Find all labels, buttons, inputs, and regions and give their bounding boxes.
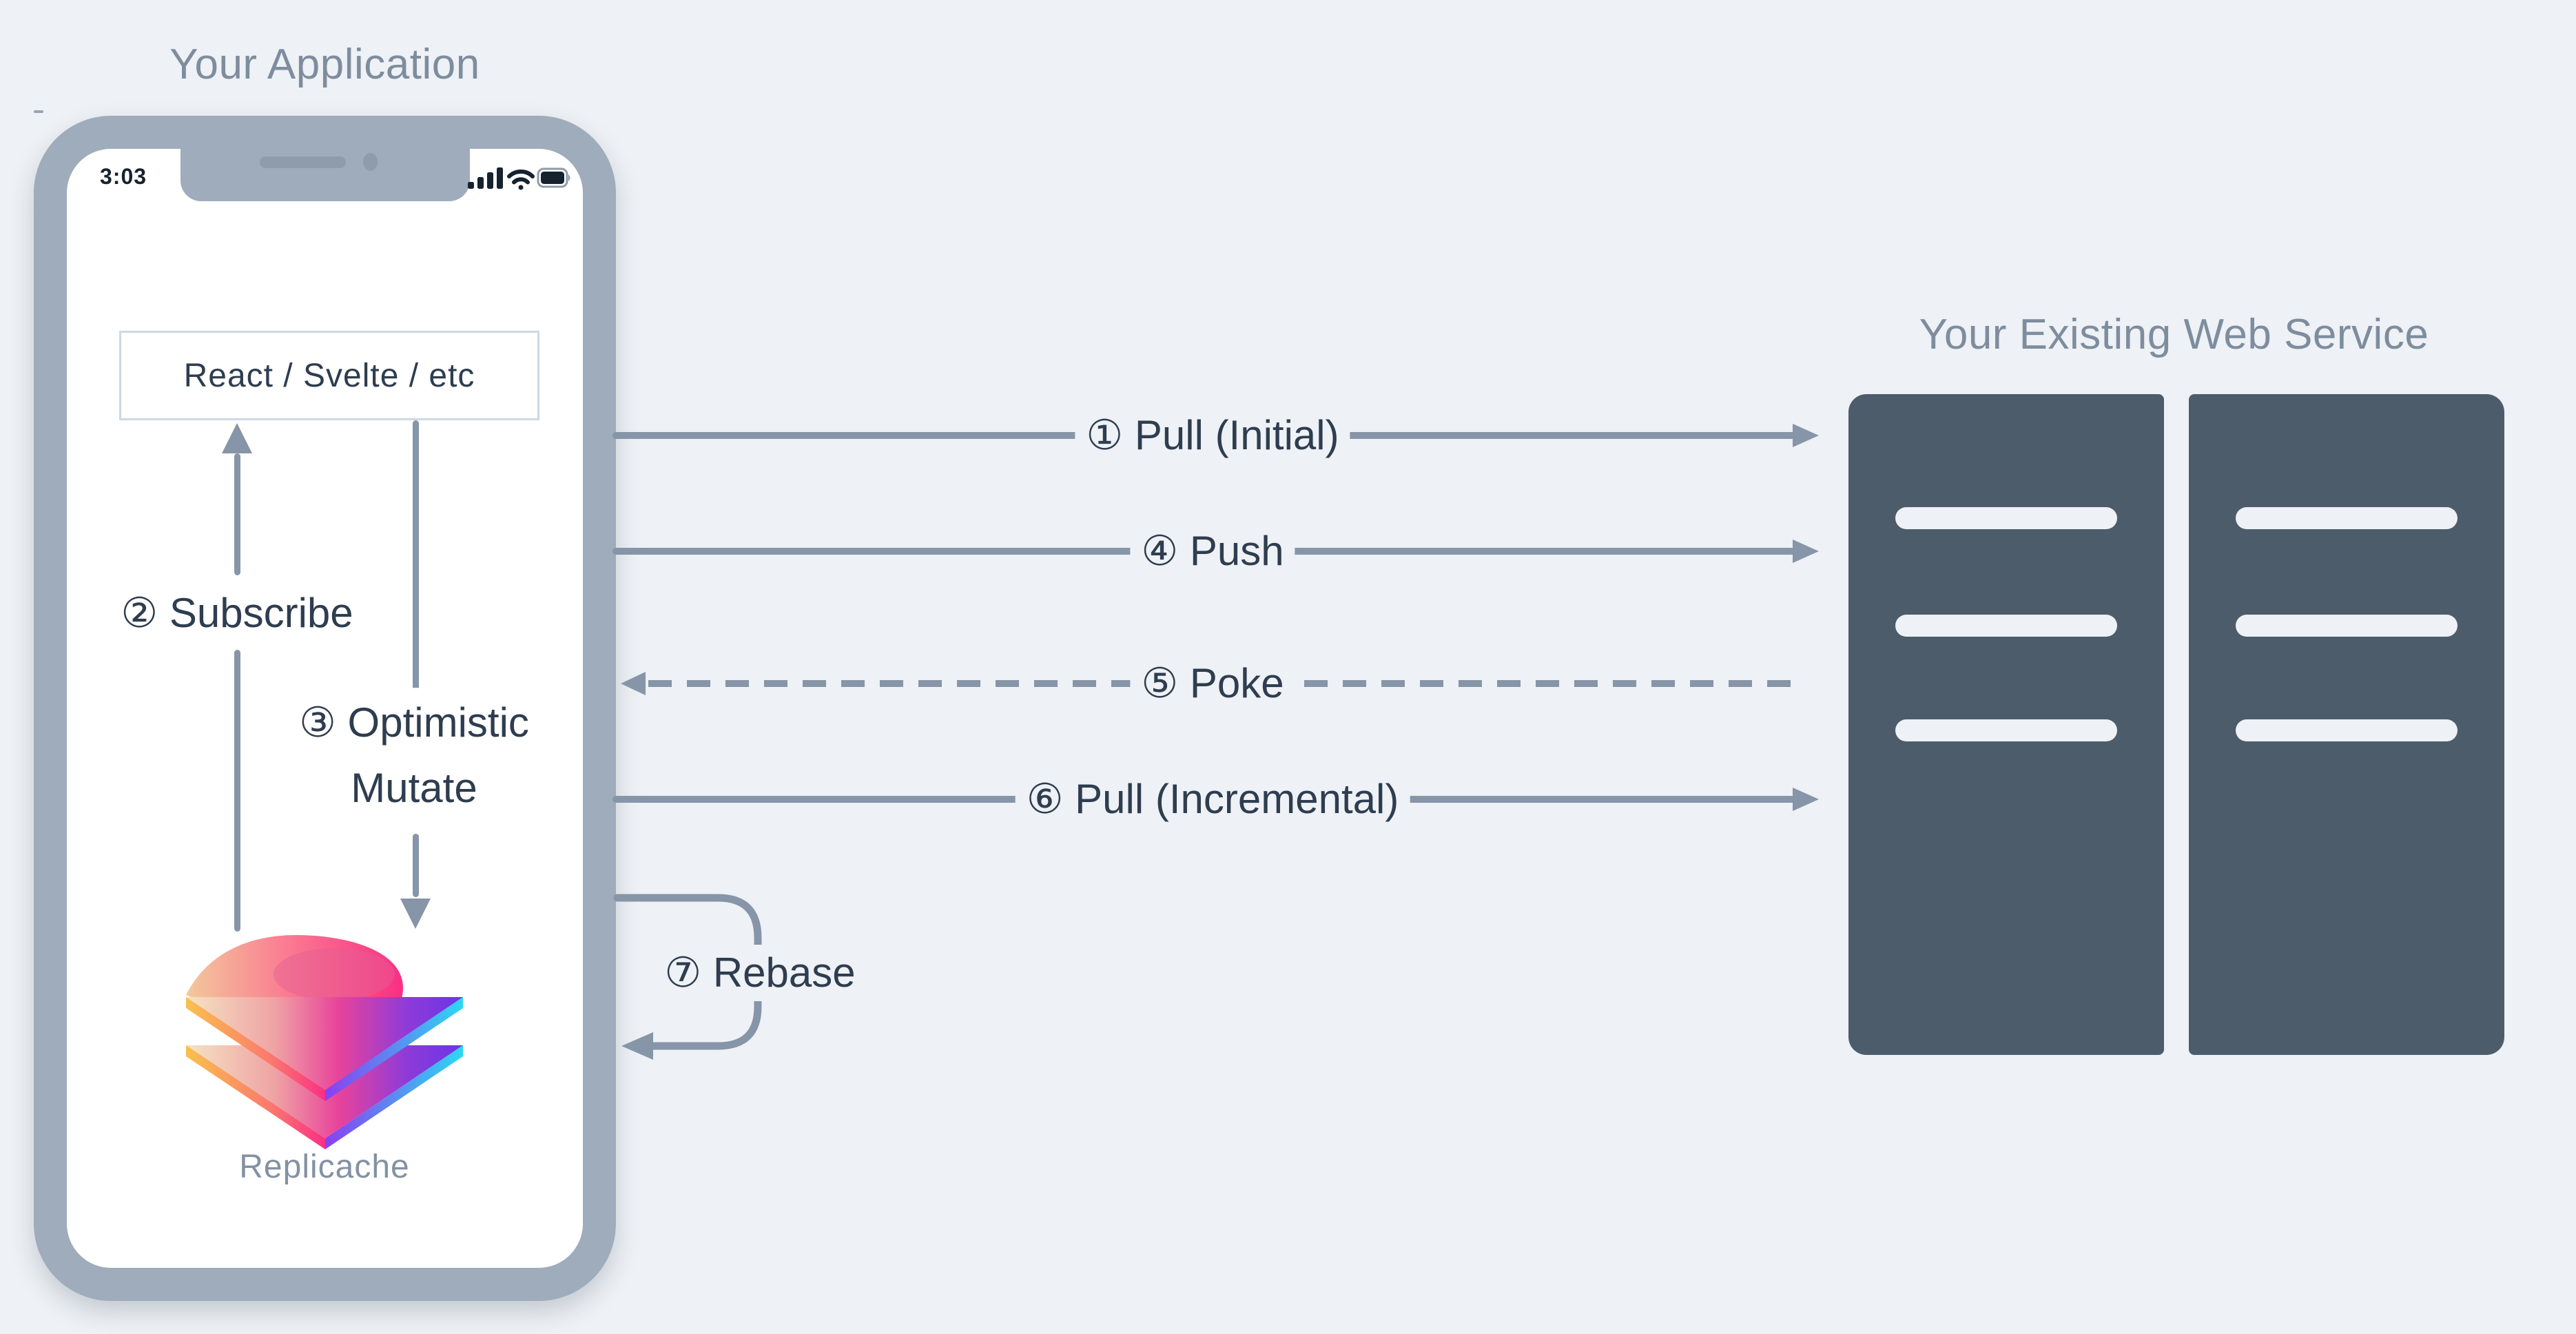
server-slot	[1895, 507, 2117, 529]
optimistic-mutate-label: ③ Optimistic Mutate	[292, 688, 536, 824]
optimistic-mutate-line	[413, 420, 419, 690]
battery-icon	[537, 167, 570, 188]
server-slot	[2236, 507, 2457, 529]
subscribe-label: ② Subscribe	[114, 586, 360, 640]
server-tower-icon	[1848, 394, 2164, 1055]
stray-dash-mark	[34, 110, 43, 113]
web-service-title: Your Existing Web Service	[1919, 311, 2429, 358]
arrowhead-right-icon	[1793, 424, 1819, 447]
pull-incremental-label: ⑥ Pull (Incremental)	[1015, 771, 1410, 828]
poke-arrow-dashed	[621, 672, 1793, 695]
optimistic-mutate-label-line1: ③ Optimistic	[299, 699, 529, 746]
phone-mockup: 3:03	[34, 116, 616, 1301]
arrowhead-left-icon	[621, 1032, 653, 1060]
replicache-logo-icon	[186, 935, 463, 1149]
ui-framework-label: React / Svelte / etc	[183, 357, 475, 394]
subscribe-arrowhead-icon	[222, 423, 252, 453]
server-tower-icon	[2189, 394, 2504, 1055]
push-label: ④ Push	[1130, 523, 1295, 579]
camera-icon	[362, 153, 378, 171]
server-slot	[1895, 719, 2117, 741]
status-time: 3:03	[100, 164, 147, 189]
web-service-servers	[1848, 394, 2504, 1055]
optimistic-mutate-label-line2: Mutate	[351, 765, 477, 811]
arrowhead-right-icon	[1793, 788, 1819, 811]
optimistic-mutate-line	[413, 834, 419, 897]
wifi-icon	[507, 169, 535, 190]
subscribe-line	[234, 453, 240, 575]
rebase-label: ⑦ Rebase	[653, 945, 867, 1001]
ui-framework-box: React / Svelte / etc	[119, 331, 539, 420]
optimistic-mutate-arrowhead-icon	[400, 899, 431, 929]
speaker-icon	[259, 156, 346, 168]
pull-initial-label: ① Pull (Initial)	[1075, 407, 1350, 464]
server-slot	[2236, 719, 2457, 741]
subscribe-line	[234, 650, 240, 932]
server-slot	[2236, 615, 2457, 637]
server-slot	[1895, 615, 2117, 637]
status-icons	[468, 166, 571, 194]
poke-label: ⑤ Poke	[1130, 655, 1295, 712]
replicache-caption: Replicache	[239, 1149, 410, 1185]
cellular-signal-icon	[468, 167, 503, 189]
application-title: Your Application	[169, 41, 480, 88]
arrowhead-right-icon	[1793, 540, 1819, 563]
arrowhead-left-icon	[621, 672, 646, 695]
phone-notch	[180, 149, 470, 201]
